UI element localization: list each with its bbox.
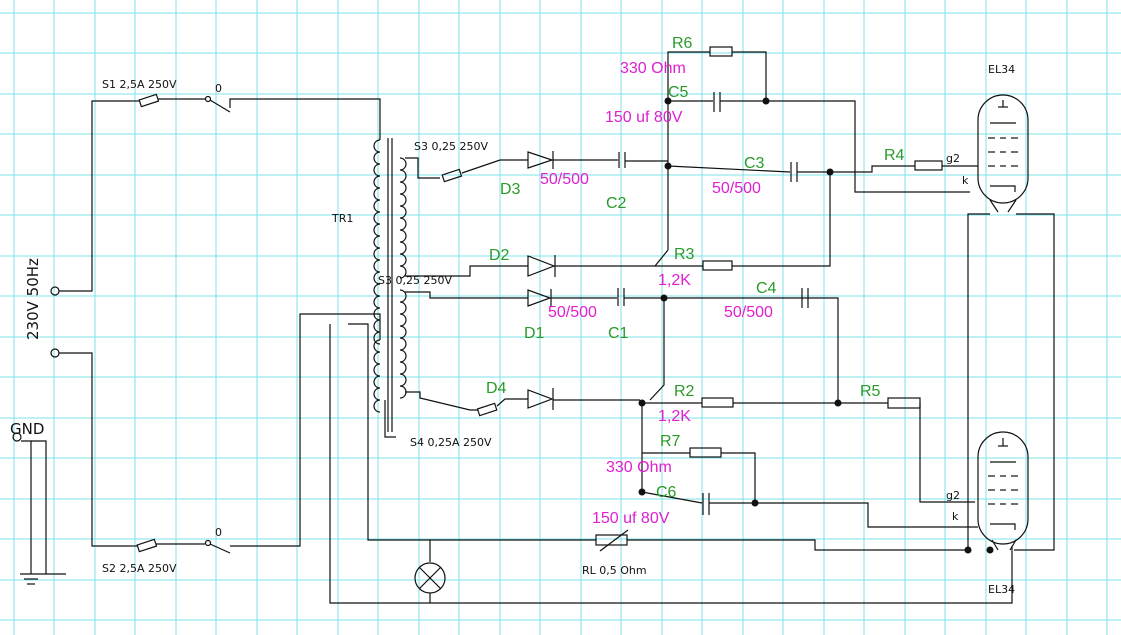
fuse-s1 — [130, 93, 205, 108]
s4-label: S4 0,25A 250V — [410, 436, 492, 449]
switch-top — [204, 95, 381, 140]
k-top-label: k — [962, 174, 969, 187]
d3-designator: D3 — [500, 181, 521, 198]
heater-circuit — [329, 213, 1055, 604]
d2-designator: D2 — [489, 247, 510, 264]
c6-designator: C6 — [656, 484, 677, 501]
r6-designator: R6 — [672, 35, 693, 52]
terminal-bottom — [50, 348, 60, 358]
diode-d2 — [527, 255, 660, 277]
terminal-gnd — [12, 432, 22, 442]
c3-value: 50/500 — [712, 180, 761, 197]
g2-bottom-label: g2 — [946, 489, 960, 502]
tube-el34-bottom — [977, 431, 1029, 551]
r4-designator: R4 — [884, 147, 905, 164]
secondary-wiring — [405, 157, 528, 417]
r2-value: 1,2K — [658, 408, 691, 425]
switch-top-label: 0 — [215, 82, 222, 95]
junction-dots — [638, 97, 994, 554]
r3-designator: R3 — [674, 246, 695, 263]
s3-top-label: S3 0,25 250V — [414, 140, 488, 153]
diode-d4 — [527, 388, 640, 410]
el34-bottom-label: EL34 — [988, 583, 1015, 596]
mains-input — [12, 100, 130, 585]
c5-value: 150 uf 80V — [605, 109, 683, 126]
c4-designator: C4 — [756, 280, 777, 297]
s3-mid-label: S3 0,25 250V — [378, 274, 452, 287]
d1-value: 50/500 — [548, 304, 597, 321]
r3-value: 1,2K — [658, 272, 691, 289]
r7-value: 330 Ohm — [606, 459, 672, 476]
c3-designator: C3 — [744, 155, 765, 172]
r2-designator: R2 — [674, 383, 695, 400]
gnd-label: GND — [10, 420, 44, 438]
diode-d3 — [527, 151, 618, 169]
g2-top-label: g2 — [946, 152, 960, 165]
switch-bottom-label: 0 — [215, 526, 222, 539]
r7-designator: R7 — [660, 433, 681, 450]
supply-label: 230V 50Hz — [24, 258, 42, 340]
tr1-label: TR1 — [331, 212, 353, 225]
s1-label: S1 2,5A 250V — [102, 78, 177, 91]
c2-designator: C2 — [606, 195, 627, 212]
c5-designator: C5 — [668, 84, 689, 101]
upper-network — [654, 46, 978, 271]
s2-label: S2 2,5A 250V — [102, 562, 177, 575]
r6-value: 330 Ohm — [620, 60, 686, 77]
capacitor-c1 — [617, 288, 808, 306]
transformer-tr1 — [373, 138, 407, 438]
tube-el34-top — [977, 94, 1029, 213]
c4-value: 50/500 — [724, 304, 773, 321]
c1-designator: C1 — [608, 325, 629, 342]
fuse-s2 — [130, 538, 205, 553]
switch-bottom — [204, 313, 381, 554]
d3-value: 50/500 — [540, 171, 589, 188]
rl-label: RL 0,5 Ohm — [582, 564, 647, 577]
k-bottom-label: k — [952, 510, 959, 523]
d4-designator: D4 — [486, 380, 507, 397]
capacitor-c2 — [618, 152, 668, 168]
lower-network — [640, 288, 978, 528]
el34-top-label: EL34 — [988, 63, 1015, 76]
c6-value: 150 uf 80V — [592, 510, 670, 527]
d1-designator: D1 — [524, 325, 545, 342]
r5-designator: R5 — [860, 383, 881, 400]
terminal-top — [50, 286, 60, 296]
diode-d1 — [527, 289, 617, 307]
